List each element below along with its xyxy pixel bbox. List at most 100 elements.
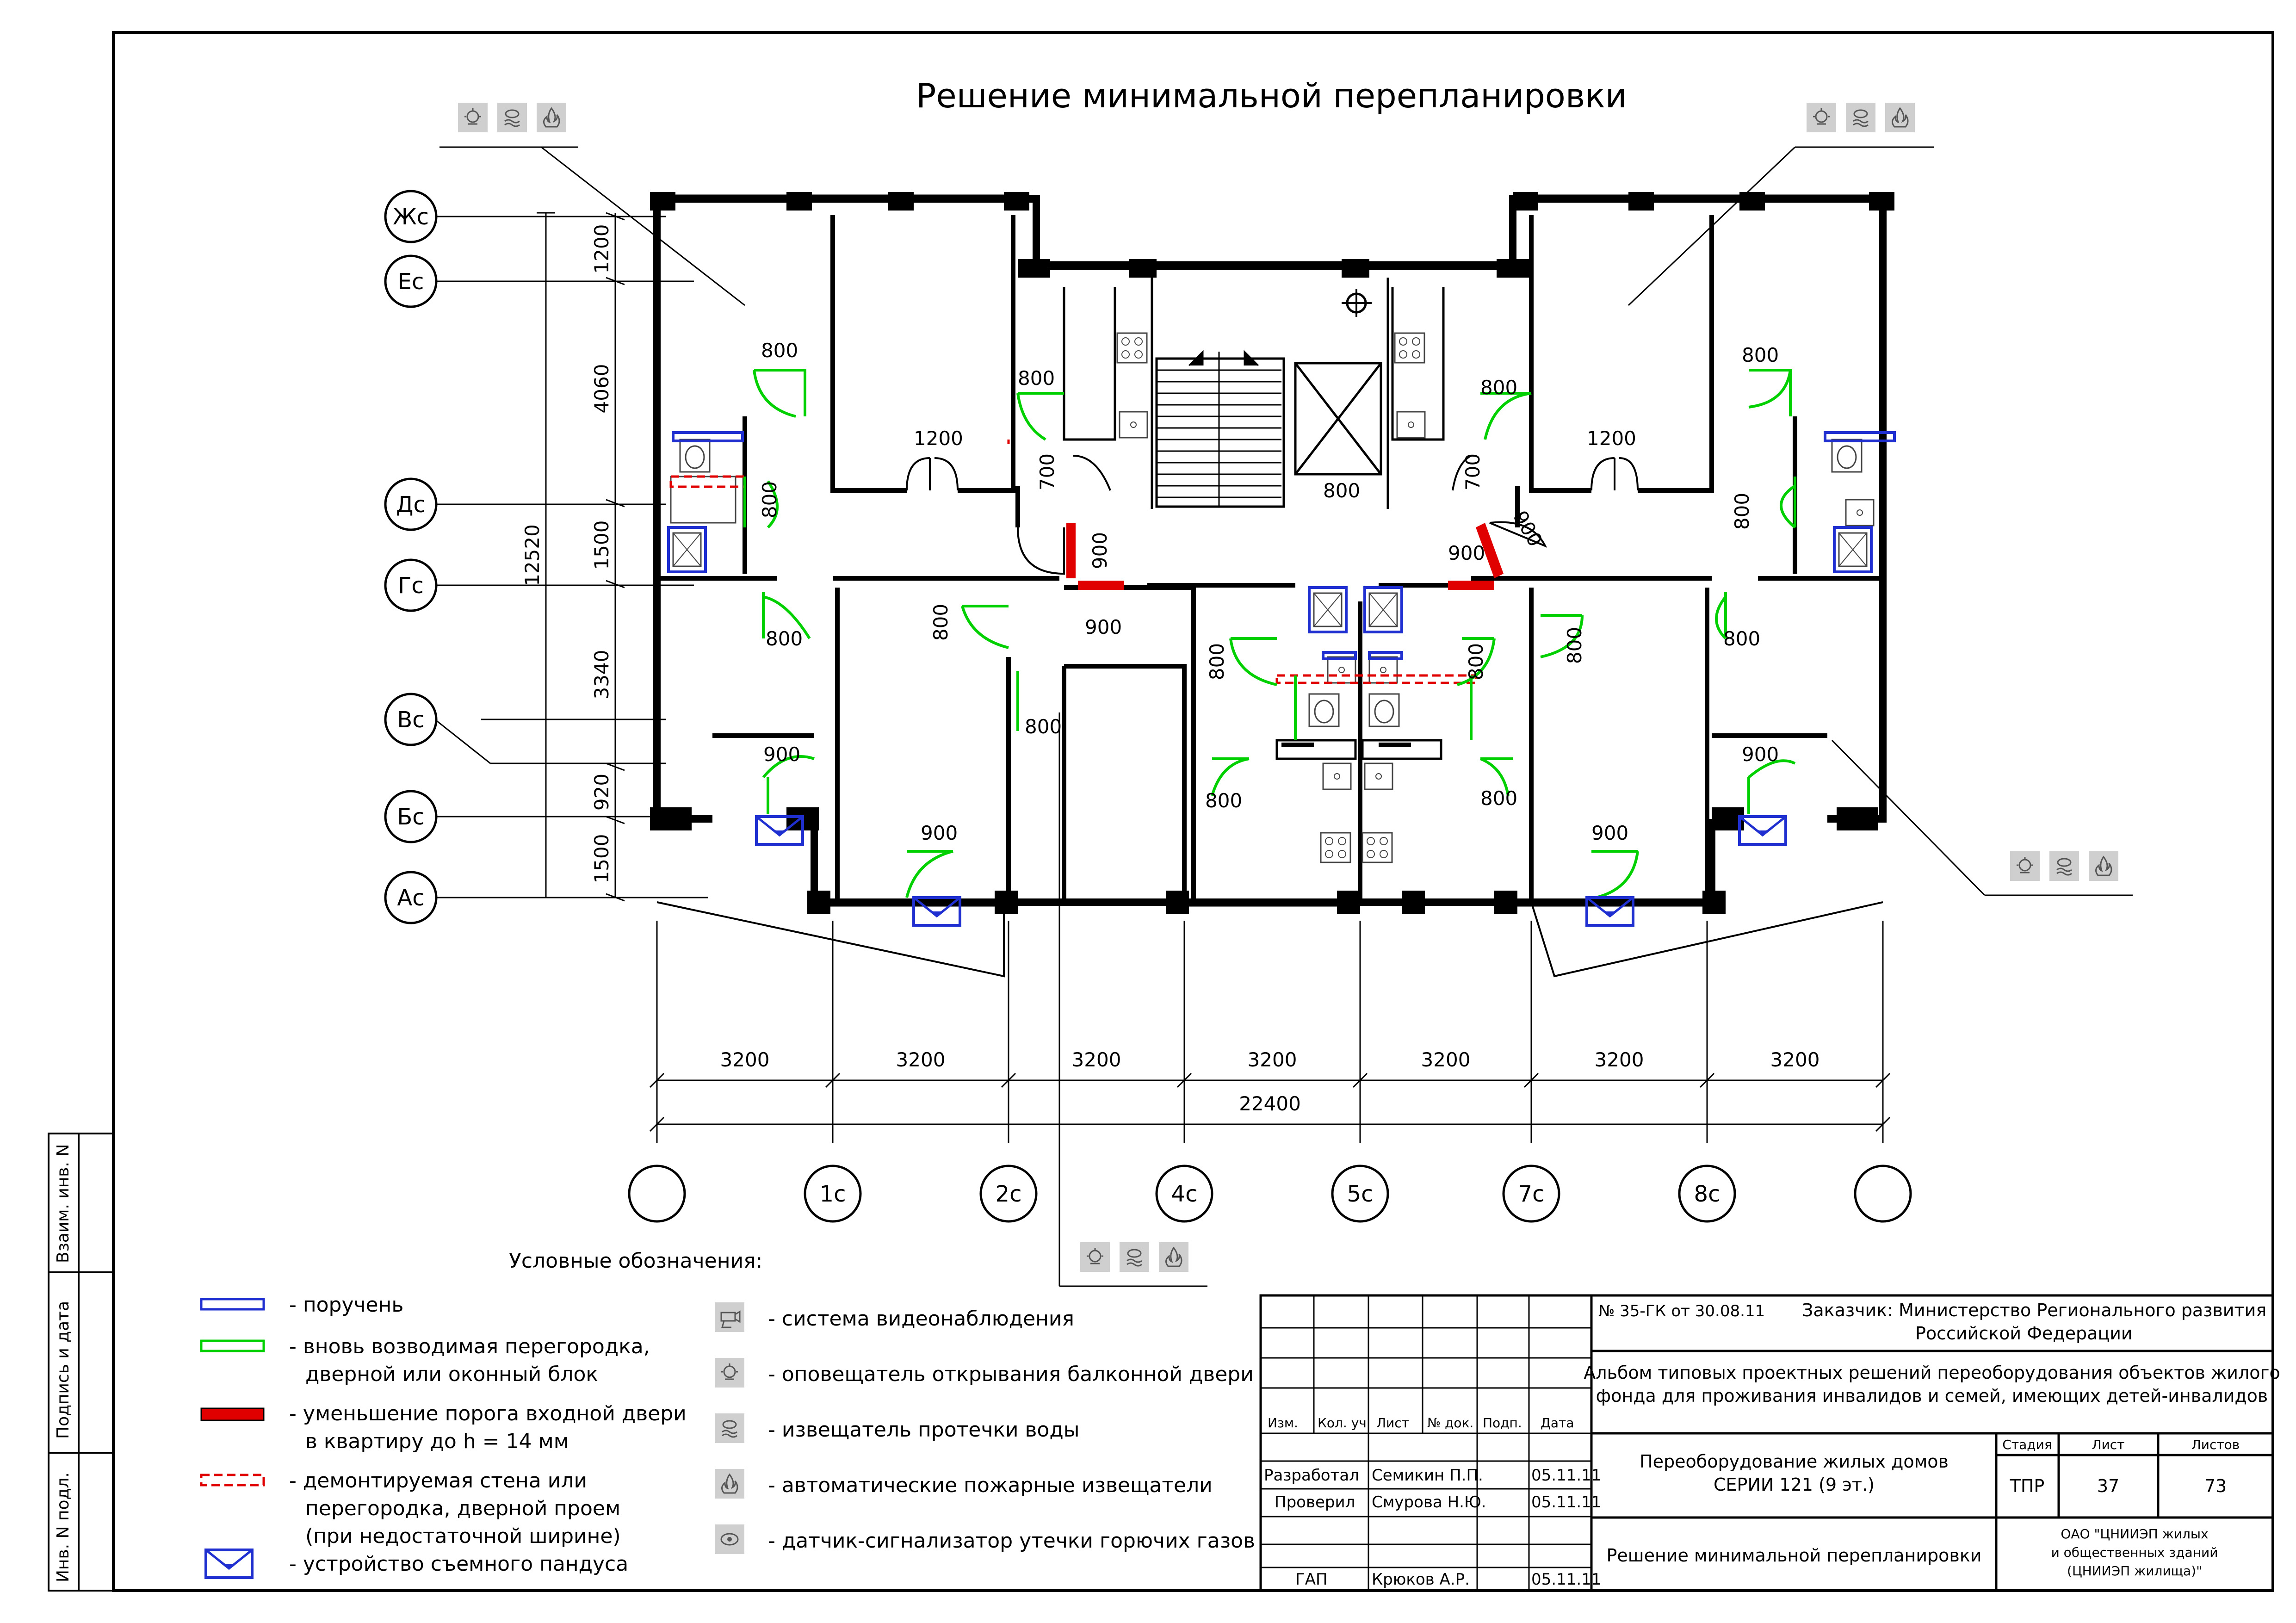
bathtub (670, 476, 736, 524)
stamp-date-checker: 05.11.11 (1531, 1493, 1601, 1511)
toilet (679, 439, 711, 473)
handrails (672, 431, 1896, 660)
dim-vertical: 1500 (590, 520, 613, 570)
new-partitions-and-doors (743, 369, 1796, 899)
door-width-label: 800 (1205, 789, 1242, 812)
row-axis-label: Гс (398, 573, 424, 599)
legend-demolished: - демонтируемая стена или (289, 1469, 587, 1493)
legend-heading: Условные обозначения: (509, 1249, 762, 1273)
fire-detector-icon (1884, 102, 1916, 133)
door-width-label: 800 (1480, 376, 1517, 399)
water-leak-icon (1845, 102, 1876, 133)
door-width-label: 900 (1742, 743, 1779, 766)
toilet (1831, 439, 1863, 473)
stove (1362, 832, 1393, 863)
door-width-label: 900 (1448, 542, 1485, 564)
toilet (1368, 693, 1400, 727)
stamp-drawing-name: Решение минимальной перепланировки (1607, 1545, 1982, 1566)
dim-vertical: 1200 (590, 224, 613, 274)
balcony-sensor-icon (1079, 1241, 1111, 1273)
sink (1119, 411, 1148, 439)
dim-horizontal: 3200 (1595, 1048, 1644, 1071)
legend-new-partition-cont: дверной или оконный блок (305, 1363, 598, 1386)
dim-horizontal: 3200 (896, 1048, 946, 1071)
legend-water: - извещатель протечки воды (768, 1418, 1080, 1442)
doors (906, 455, 1639, 575)
dim-horizontal: 3200 (720, 1048, 770, 1071)
stamp-album: Альбом типовых проектных решений переобо… (1584, 1363, 2280, 1383)
accessible-shower (1834, 527, 1871, 572)
legend-demolished-swatch (200, 1474, 265, 1487)
fire-detector-icon (2088, 850, 2119, 882)
legend-gas: - датчик-сигнализатор утечки горючих газ… (768, 1529, 1255, 1553)
sink (1364, 762, 1393, 790)
stamp-stage-header: Стадия (2002, 1437, 2052, 1452)
door-width-label: 800 (758, 481, 781, 518)
legend-fire: - автоматические пожарные извещатели (768, 1474, 1213, 1497)
sheet-frame (112, 31, 2274, 1592)
legend-demolished-cont: перегородка, дверной проем (305, 1497, 620, 1520)
stamp-org-cont: (ЦНИИЭП жилища)" (2067, 1563, 2202, 1579)
legend-balcony: - оповещатель открывания балконной двери (768, 1363, 1254, 1386)
sensor-group-top-left (439, 102, 745, 306)
balcony-sensor-icon (1806, 102, 1837, 133)
door-width-label: 800 (766, 627, 803, 650)
stamp-col-header: Подп. (1483, 1415, 1522, 1431)
door-width-label: 900 (1085, 616, 1122, 638)
column-axis-label: 7с (1518, 1181, 1545, 1207)
sink (1368, 656, 1398, 684)
fire-detector-icon (1158, 1241, 1189, 1273)
reduced-thresholds (1066, 523, 1504, 590)
dim-horizontal: 3200 (1770, 1048, 1820, 1071)
door-width-label: 800 (761, 339, 798, 362)
stamp-org: ОАО "ЦНИИЭП жилых (2061, 1526, 2208, 1542)
legend-ramp: - устройство съемного пандуса (289, 1552, 628, 1576)
accessible-shower (668, 527, 706, 572)
dim-vertical-total: 12520 (521, 524, 544, 586)
legend-ramp-swatch (206, 1550, 252, 1578)
balcony-sensor-icon (2009, 850, 2041, 882)
sink (1327, 656, 1356, 684)
stamp-name-checker: Смурова Н.Ю. (1372, 1493, 1486, 1511)
water-leak-icon (1119, 1241, 1150, 1273)
column-axis-label: 4с (1171, 1181, 1198, 1207)
door-width-label: 700 (1036, 453, 1058, 490)
legend-demolished-cont: (при недостаточной ширине) (305, 1524, 621, 1548)
door-width-label: 800 (1206, 643, 1228, 680)
dim-vertical: 4060 (590, 364, 613, 414)
legend: Условные обозначения: - поручень - вновь… (200, 1249, 1255, 1578)
dim-horizontal: 3200 (1072, 1048, 1121, 1071)
door-width-label: 900 (921, 822, 958, 844)
column-axes: 1с 2с 4с 5с 7с 8с (628, 1165, 1912, 1223)
door-width-label: 800 (1323, 479, 1360, 502)
side-stamp-orig: Инв. N подл. (54, 1472, 73, 1582)
dim-vertical: 1500 (590, 834, 613, 884)
gas-detector-icon (714, 1524, 745, 1555)
dim-vertical: 3340 (590, 650, 613, 700)
door-width-label: 800 (1018, 367, 1055, 390)
side-stamp: Взаим. инв. N Подпись и дата Инв. N подл… (48, 1133, 114, 1592)
door-width-label: 900 (1591, 822, 1628, 844)
stamp-date-gap: 05.11.11 (1531, 1570, 1601, 1589)
legend-threshold: - уменьшение порога входной двери (289, 1402, 687, 1425)
stove (1320, 832, 1351, 863)
legend-handrail: - поручень (289, 1293, 403, 1317)
stamp-role-checker: Проверил (1275, 1493, 1355, 1511)
balcony-sensor-icon (714, 1357, 745, 1388)
fire-detector-icon (536, 102, 567, 133)
door-width-label: 700 (1461, 453, 1484, 490)
door-width-label: 800 (1465, 643, 1487, 680)
stamp-col-header: Дата (1541, 1415, 1574, 1431)
row-axis-label: Ас (397, 885, 424, 911)
vertical-dimensions: 1200 4060 1500 3340 920 1500 12520 (521, 212, 625, 902)
row-axis-label: Ес (398, 269, 424, 295)
accessible-shower (1365, 588, 1402, 632)
stamp-name-gap: Крюков А.Р. (1372, 1570, 1470, 1589)
dim-horizontal: 3200 (1421, 1048, 1471, 1071)
stamp-col-header: № док. (1427, 1415, 1473, 1431)
row-axes: Жс Ес Дс Гс Вс Бс Ас (384, 190, 708, 924)
door-width-label: 800 (1025, 715, 1062, 738)
sink (1322, 762, 1352, 790)
stamp-sheets-header: Листов (2191, 1437, 2240, 1452)
stamp-col-header: Кол. уч (1318, 1415, 1367, 1431)
